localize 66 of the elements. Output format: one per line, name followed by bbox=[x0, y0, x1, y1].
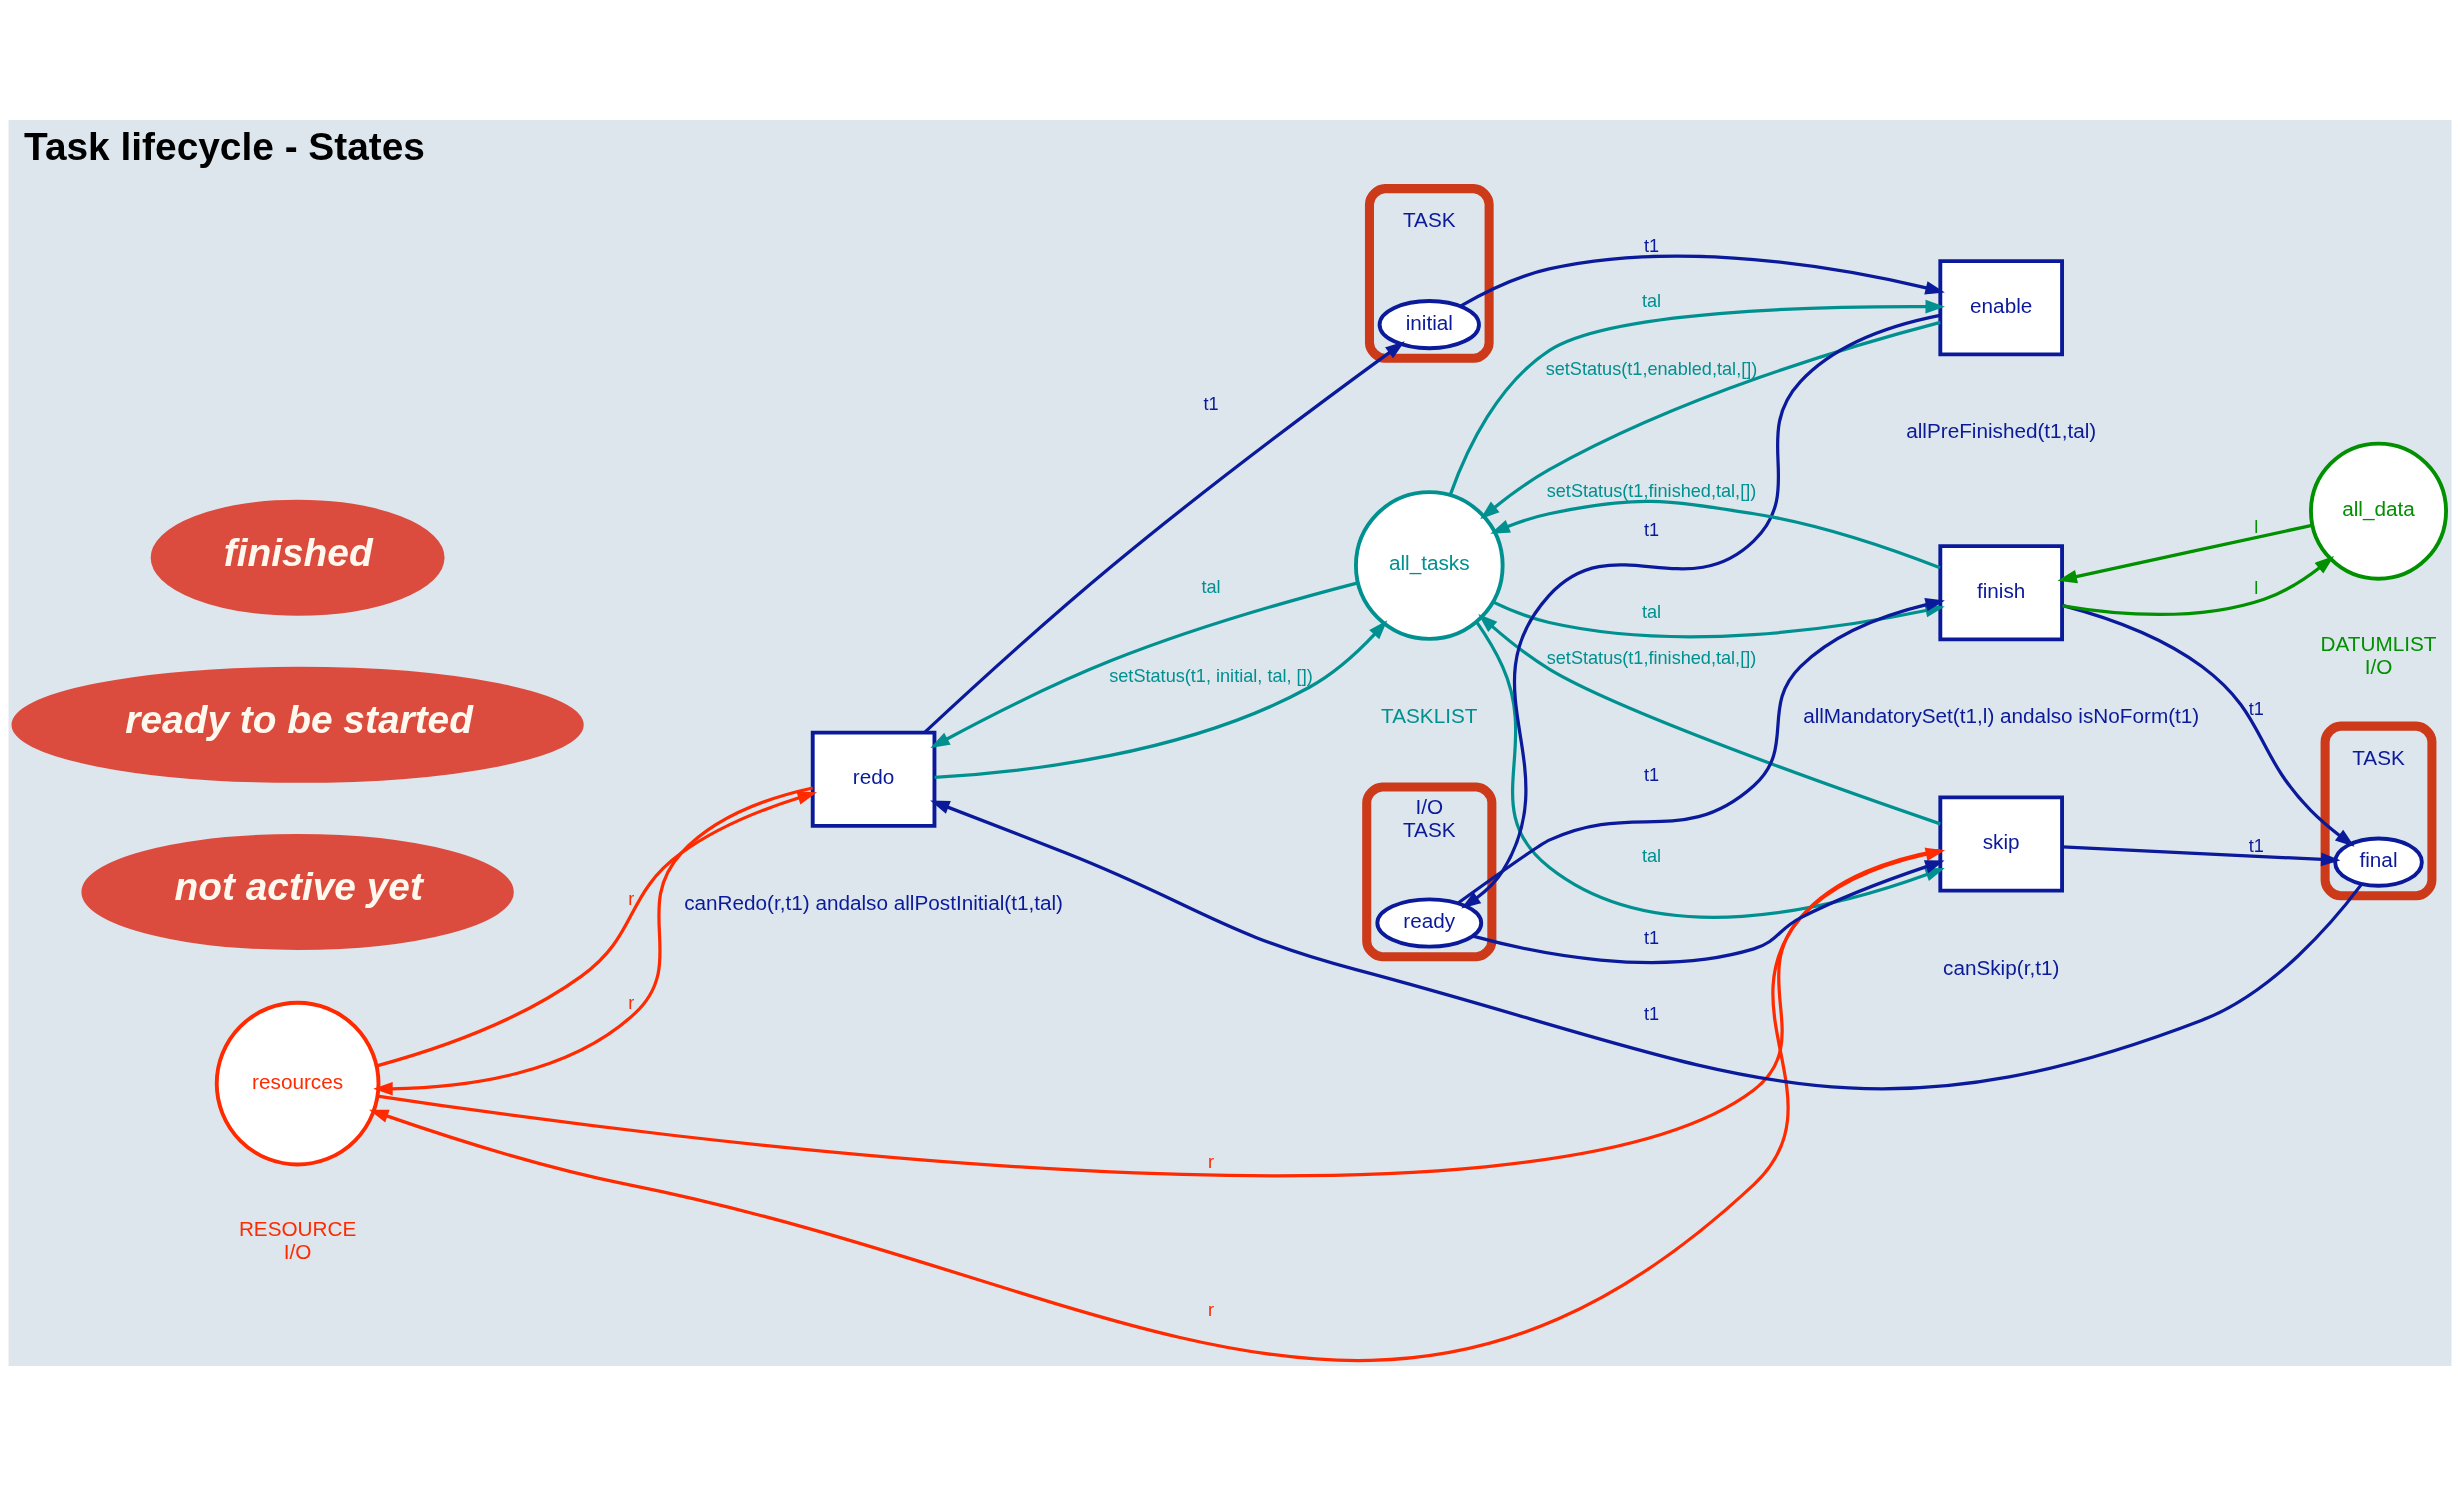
edge-label: t1 bbox=[2248, 698, 2264, 719]
arrow bbox=[930, 581, 1359, 748]
edge-label: t1 bbox=[1643, 1004, 1660, 1025]
arrow bbox=[1472, 860, 1945, 965]
arrow bbox=[1459, 254, 1945, 308]
node-ellipse: ready to be started bbox=[11, 666, 584, 783]
edge-label: t1 bbox=[1643, 764, 1660, 785]
edge-label: t1 bbox=[1203, 394, 1219, 415]
edge-label: setStatus(t1,enabled,tal,[]) bbox=[1545, 359, 1758, 380]
node-ellipse: initial bbox=[1377, 299, 1481, 351]
arrow bbox=[1461, 313, 1941, 909]
node-label: allPreFinished(t1,tal) bbox=[1906, 419, 2097, 443]
node-circle: resources bbox=[214, 1000, 381, 1167]
arrow bbox=[2061, 603, 2355, 847]
node-label: canSkip(r,t1) bbox=[1943, 955, 2060, 979]
cluster bbox=[1364, 184, 1494, 363]
node-label: I/O bbox=[1415, 794, 1444, 818]
edge-label: r bbox=[628, 889, 635, 910]
arrow bbox=[1478, 613, 1941, 826]
node-box: redo bbox=[810, 730, 937, 828]
edge-label: r bbox=[628, 992, 635, 1013]
node-ellipse: not active yet bbox=[81, 833, 514, 950]
edge-label: r bbox=[1207, 1299, 1214, 1320]
node-label: DATUMLIST bbox=[2320, 631, 2437, 655]
arrow bbox=[2062, 845, 2341, 867]
arrow bbox=[2057, 523, 2313, 584]
edge-label: setStatus(t1,finished,tal,[]) bbox=[1546, 481, 1757, 502]
node-circle: all_data bbox=[2309, 441, 2448, 581]
node-box: enable bbox=[1938, 259, 2064, 357]
cluster bbox=[1362, 782, 1497, 962]
node-ellipse: final bbox=[2333, 836, 2424, 888]
node-box: skip bbox=[1938, 795, 2064, 893]
edge-label: r bbox=[1207, 1152, 1214, 1173]
edge-label: l bbox=[2254, 578, 2259, 599]
edge-label: t1 bbox=[2248, 836, 2264, 857]
edge-label: tal bbox=[1641, 601, 1662, 622]
node-label: I/O bbox=[2364, 655, 2393, 679]
edge-label: tal bbox=[1201, 576, 1221, 597]
arrow bbox=[369, 848, 1941, 1362]
arrow bbox=[1480, 320, 1941, 520]
edge-label: tal bbox=[1641, 846, 1662, 867]
node-label: allMandatorySet(t1,l) andalso isNoForm(t1) bbox=[1803, 704, 2200, 728]
arrow bbox=[1490, 499, 1941, 570]
node-box: finish bbox=[1938, 544, 2064, 642]
arrow bbox=[930, 800, 2363, 1090]
node-ellipse: ready bbox=[1375, 897, 1484, 949]
node-label: canRedo(r,t1) andalso allPostInitial(t1,tal) bbox=[684, 890, 1064, 914]
edge-label: setStatus(t1, initial, tal, []) bbox=[1109, 666, 1313, 687]
arrow bbox=[1448, 299, 1945, 496]
diagram-title: Task lifecycle - States bbox=[24, 125, 425, 169]
node-ellipse: finished bbox=[150, 499, 445, 616]
node-label: TASKLIST bbox=[1381, 704, 1478, 728]
edge-label: t1 bbox=[1643, 520, 1660, 541]
arrow bbox=[923, 341, 1405, 734]
node-label: RESOURCE bbox=[238, 1217, 357, 1241]
arrow bbox=[934, 620, 1388, 780]
edge-label: t1 bbox=[1643, 927, 1660, 948]
node-label: TASK bbox=[2352, 745, 2405, 769]
edge-label: l bbox=[2254, 517, 2259, 538]
edge-label: t1 bbox=[1643, 236, 1660, 257]
edge-label: tal bbox=[1641, 290, 1662, 311]
node-label: I/O bbox=[283, 1240, 312, 1264]
node-label: TASK bbox=[1403, 208, 1456, 232]
arrow bbox=[2062, 555, 2335, 617]
edge-label: setStatus(t1,finished,tal,[]) bbox=[1546, 648, 1757, 669]
node-label: TASK bbox=[1403, 818, 1456, 842]
